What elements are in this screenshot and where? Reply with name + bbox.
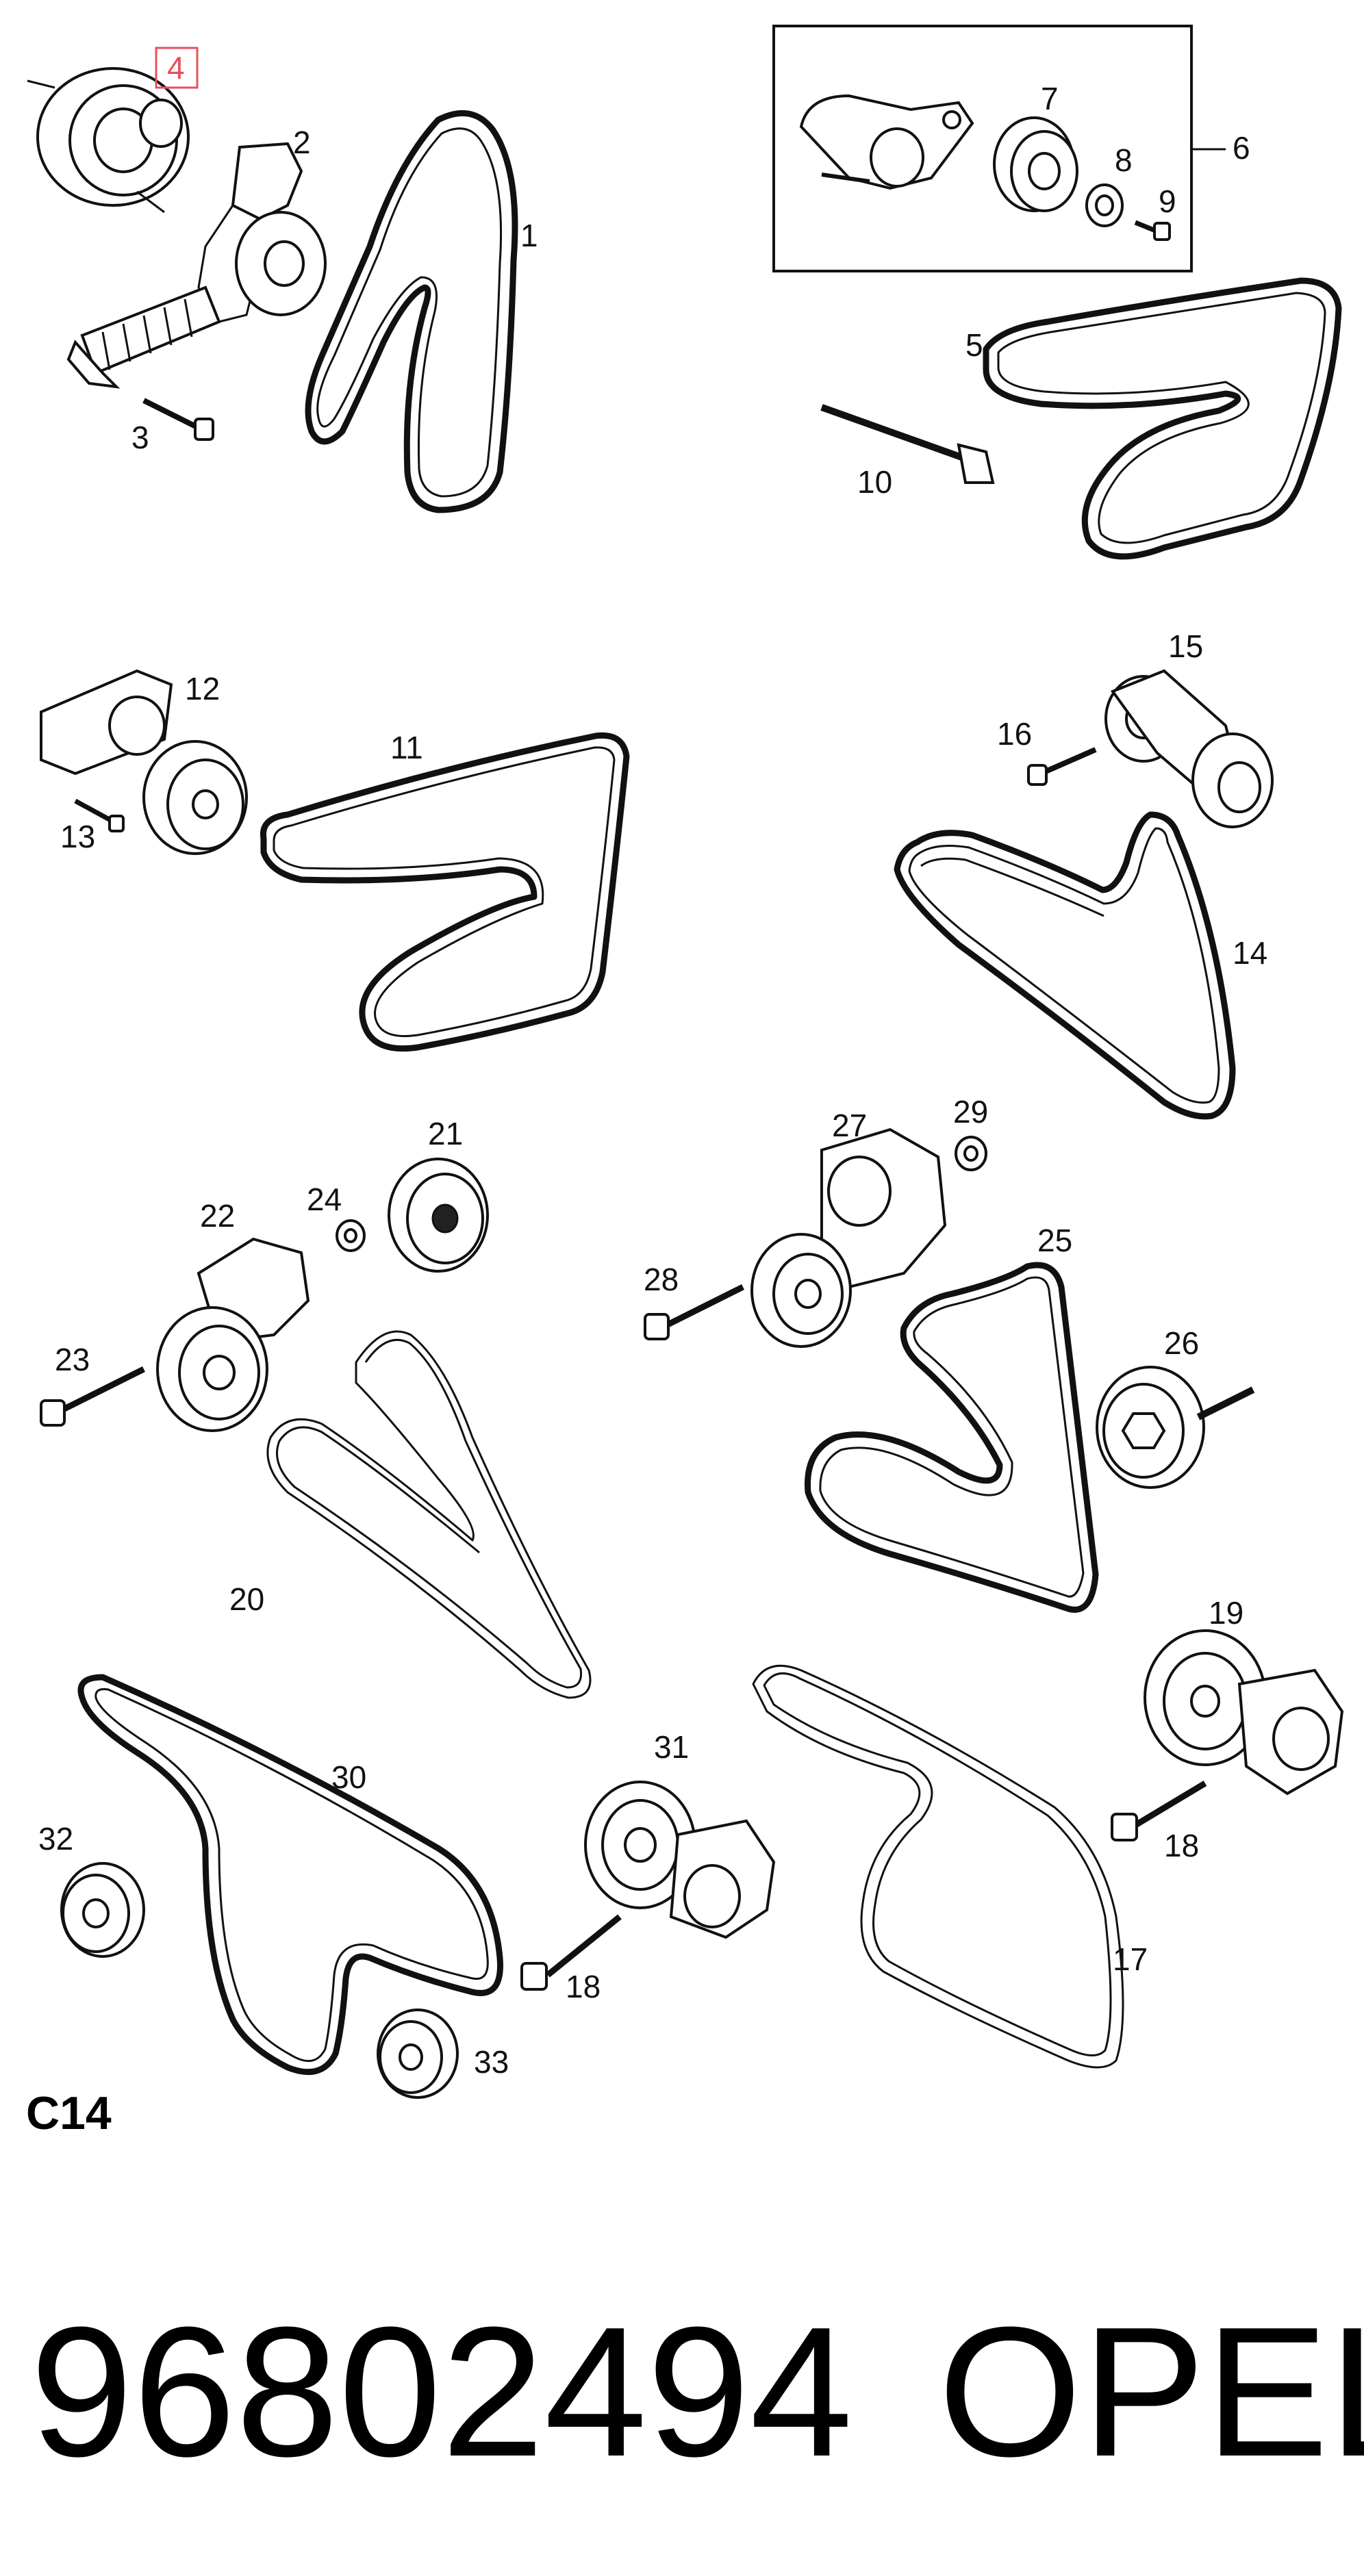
callout-9: 9 <box>1159 183 1176 219</box>
tensioner-arm-2 <box>66 142 327 389</box>
callout-13: 13 <box>60 819 95 854</box>
tensioner-22-assembly <box>156 1237 310 1432</box>
callout-29: 29 <box>953 1094 988 1130</box>
tensioner-27-assembly <box>750 1127 947 1348</box>
bolt-9 <box>1134 220 1171 241</box>
nut-24 <box>336 1219 366 1252</box>
callout-7: 7 <box>1041 81 1059 116</box>
pulley-26 <box>1096 1366 1255 1489</box>
callout-16: 16 <box>997 716 1032 752</box>
callout-28: 28 <box>644 1262 679 1297</box>
callout-24: 24 <box>307 1182 342 1217</box>
part-number: 96802494 <box>30 2289 853 2495</box>
callout-31: 31 <box>654 1729 689 1765</box>
tensioner-31-assembly <box>584 1781 776 1939</box>
callout-20: 20 <box>229 1581 264 1617</box>
belt-30 <box>77 1674 503 2076</box>
tensioner-7-assembly <box>799 94 974 190</box>
callout-4: 4 <box>167 50 185 86</box>
pulley-21 <box>388 1158 489 1273</box>
callout-18-right: 18 <box>1164 1828 1199 1863</box>
tensioner-19-assembly <box>1144 1629 1344 1796</box>
washer-8 <box>1085 183 1124 227</box>
bolt-3 <box>142 398 214 441</box>
callout-2: 2 <box>293 125 311 160</box>
tensioner-12-assembly <box>40 669 248 855</box>
belt-11 <box>260 732 630 1052</box>
bolt-28 <box>644 1284 745 1340</box>
tensioner-15-assembly <box>1104 669 1274 828</box>
callout-27: 27 <box>832 1108 867 1143</box>
belt-20 <box>266 1330 592 1699</box>
callout-18-left: 18 <box>566 1969 601 2004</box>
callout-4-highlight <box>155 47 199 89</box>
callout-8: 8 <box>1115 142 1133 178</box>
long-bolt-10 <box>820 404 995 484</box>
callout-11: 11 <box>390 730 423 765</box>
pulley-7 <box>993 116 1078 212</box>
belt-14 <box>894 811 1236 1120</box>
bolt-18-right <box>1111 1781 1207 1841</box>
belt-25 <box>805 1262 1099 1613</box>
callout-15: 15 <box>1168 628 1203 664</box>
pulley-33 <box>377 2008 459 2099</box>
callout-1: 1 <box>520 218 538 253</box>
bolt-13 <box>74 798 125 832</box>
callout-25: 25 <box>1037 1223 1072 1258</box>
callout-14: 14 <box>1233 935 1267 971</box>
bolt-16 <box>1027 747 1097 786</box>
callout-19: 19 <box>1209 1595 1243 1631</box>
callout-22: 22 <box>200 1198 235 1234</box>
nut-29 <box>955 1136 987 1171</box>
callout-5: 5 <box>965 327 983 363</box>
callout-10: 10 <box>857 464 892 500</box>
callout-21: 21 <box>428 1116 463 1151</box>
tensioner-assembly-4 <box>27 67 190 214</box>
callout-3: 3 <box>131 420 149 455</box>
callout-30: 30 <box>331 1759 366 1795</box>
callout-17: 17 <box>1113 1941 1148 1977</box>
callout-23: 23 <box>55 1342 90 1377</box>
belt-5 <box>983 277 1342 560</box>
bolt-23 <box>40 1366 146 1427</box>
belt-1 <box>305 110 518 513</box>
callout-26: 26 <box>1164 1325 1199 1361</box>
brand-name: OPEL <box>938 2289 1364 2495</box>
pulley-32 <box>60 1862 145 1958</box>
callout-12: 12 <box>185 671 220 706</box>
callout-33: 33 <box>474 2044 509 2080</box>
callout-6: 6 <box>1233 130 1250 166</box>
section-label: C14 <box>26 2087 112 2139</box>
belt-17 <box>752 1664 1124 2069</box>
callout-32: 32 <box>38 1821 73 1857</box>
bolt-18-left <box>520 1914 622 1991</box>
